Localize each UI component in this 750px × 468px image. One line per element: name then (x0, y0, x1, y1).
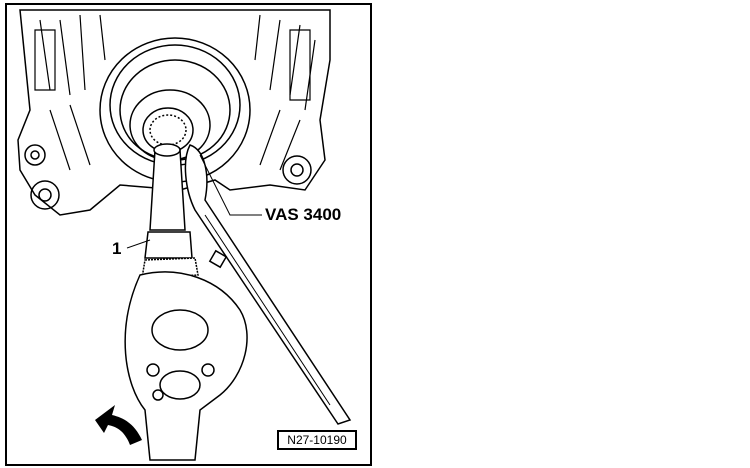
pulley (99, 37, 251, 183)
counterhold-wrench (184, 144, 352, 425)
ratchet (124, 271, 248, 461)
rotation-arrow (95, 405, 142, 445)
leader-lines (126, 154, 262, 249)
illustration-frame (5, 3, 372, 466)
callout-1: 1 (112, 239, 122, 258)
figure-id-label: N27-10190 (277, 430, 357, 450)
extension-bar (141, 143, 199, 279)
callout-vas-3400: VAS 3400 (265, 205, 342, 224)
